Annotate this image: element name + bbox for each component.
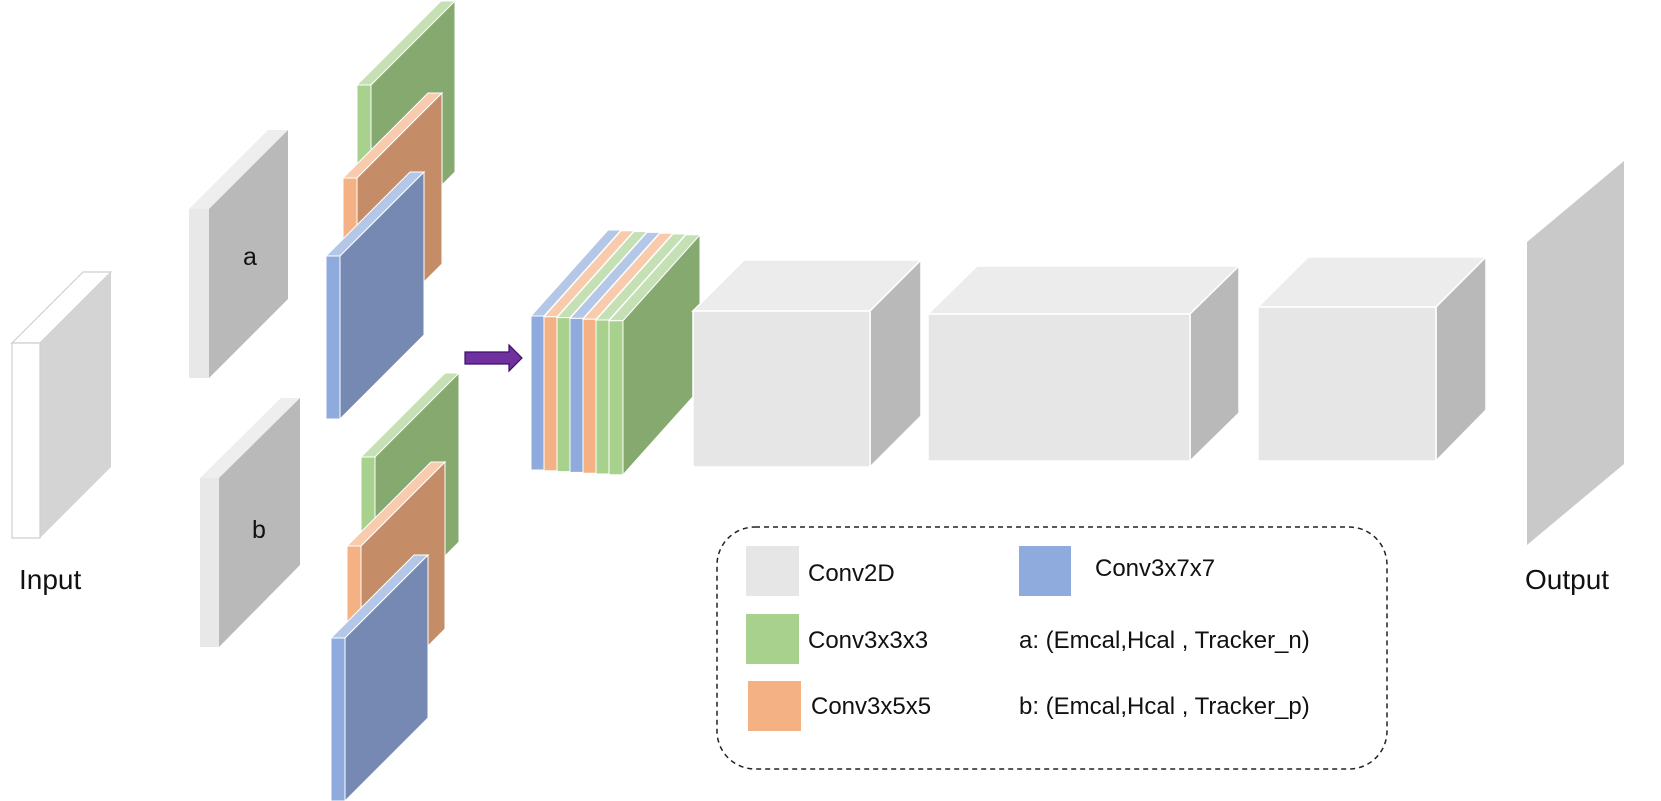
branch-b-conv3x7x7-block — [329, 553, 430, 801]
concat-slice-green — [595, 319, 610, 475]
output-layer — [1527, 161, 1624, 545]
legend-border — [716, 526, 1388, 770]
concat-slice-blue — [569, 317, 584, 473]
input-layer — [10, 271, 113, 539]
concat-slice-orange — [543, 316, 558, 472]
legend-swatch-conv3x7x7 — [1019, 546, 1071, 596]
concat-slice-blue — [530, 315, 545, 471]
conv2d-box-1 — [691, 258, 923, 469]
conv2d-box-3 — [1256, 255, 1488, 463]
legend-b-description: b: (Emcal,Hcal , Tracker_p) — [1019, 693, 1310, 720]
branch-a-conv3x7x7-block — [324, 170, 426, 421]
concat-final-front — [608, 320, 624, 476]
legend-label-conv2d: Conv2D — [808, 560, 895, 587]
legend-label-conv3x7x7: Conv3x7x7 — [1095, 555, 1215, 582]
legend-swatch-conv3x3x3 — [746, 614, 799, 664]
branch-b-feature-map — [200, 398, 300, 647]
branch-a-feature-map — [189, 130, 288, 378]
conv2d-box-2 — [926, 264, 1241, 463]
branch-b-label: b — [252, 516, 266, 544]
concat-slice-orange — [582, 318, 597, 474]
concat-arrow — [464, 343, 523, 373]
concatenated-feature-stack — [529, 229, 702, 477]
legend-swatch-conv2d — [746, 546, 799, 596]
legend-label-conv3x5x5: Conv3x5x5 — [811, 693, 931, 720]
legend: Conv2D Conv3x7x7 Conv3x3x3 a: (Emcal,Hca… — [716, 526, 1388, 770]
legend-swatch-conv3x5x5 — [748, 681, 801, 731]
legend-label-conv3x3x3: Conv3x3x3 — [808, 627, 928, 654]
input-label: Input — [19, 564, 81, 595]
branch-a-label: a — [243, 243, 257, 271]
output-label: Output — [1525, 564, 1609, 595]
legend-a-description: a: (Emcal,Hcal , Tracker_n) — [1019, 627, 1310, 654]
concat-slice-green — [556, 317, 571, 473]
